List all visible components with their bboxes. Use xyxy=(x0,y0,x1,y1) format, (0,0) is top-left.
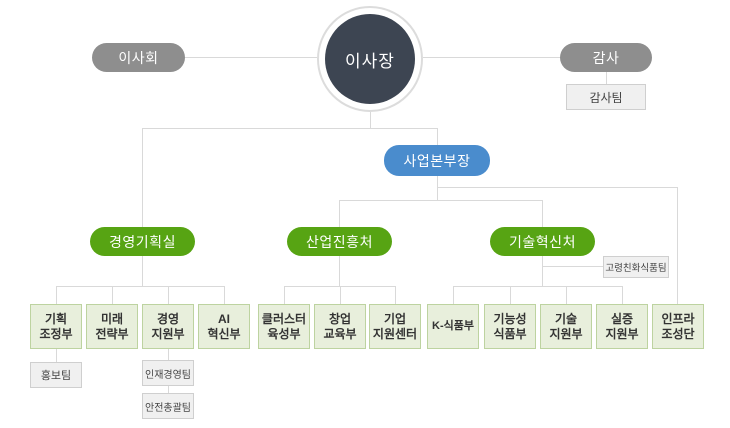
connector-line xyxy=(510,286,511,304)
node-auditor: 감사 xyxy=(560,43,652,72)
node-dept-startup-edu: 창업 교육부 xyxy=(314,304,366,349)
connector-line xyxy=(542,200,543,227)
connector-line xyxy=(370,112,371,129)
node-board: 이사회 xyxy=(92,43,185,72)
node-team-hr: 인재경영팀 xyxy=(142,360,194,386)
connector-line xyxy=(340,286,341,304)
connector-line xyxy=(566,286,567,304)
connector-line xyxy=(224,286,225,304)
node-dept-cluster: 클러스터 육성부 xyxy=(258,304,310,349)
node-team-safety: 안전총괄팀 xyxy=(142,393,194,419)
connector-line xyxy=(56,286,57,304)
connector-line xyxy=(339,200,543,201)
node-dept-future-strategy: 미래 전략부 xyxy=(86,304,138,349)
connector-line xyxy=(395,286,396,304)
node-dept-mgmt-support: 경영 지원부 xyxy=(142,304,194,349)
node-office-tech: 기술혁신처 xyxy=(490,227,595,256)
node-dept-infra: 인프라 조성단 xyxy=(652,304,704,349)
node-chairman-label: 이사장 xyxy=(325,14,415,104)
connector-line xyxy=(453,286,622,287)
node-dept-k-food: K-식품부 xyxy=(427,304,479,349)
node-chairman: 이사장 xyxy=(317,6,423,112)
connector-line xyxy=(142,256,143,286)
connector-line xyxy=(168,349,169,360)
connector-line xyxy=(142,128,438,129)
connector-line xyxy=(437,176,438,200)
connector-line xyxy=(56,349,57,362)
node-dept-validation: 실증 지원부 xyxy=(596,304,648,349)
connector-line xyxy=(542,256,543,286)
connector-line xyxy=(185,57,317,58)
node-team-pr: 홍보팀 xyxy=(30,362,82,388)
connector-line xyxy=(453,286,454,304)
connector-line xyxy=(437,187,677,188)
connector-line xyxy=(168,286,169,304)
connector-line xyxy=(142,128,143,227)
connector-line xyxy=(542,266,603,267)
connector-line xyxy=(56,286,224,287)
node-audit-team: 감사팀 xyxy=(566,84,646,110)
node-senior-food-team: 고령친화식품팀 xyxy=(603,256,669,278)
connector-line xyxy=(622,286,623,304)
connector-line xyxy=(339,200,340,227)
connector-line xyxy=(112,286,113,304)
node-dept-functional-food: 기능성 식품부 xyxy=(484,304,536,349)
node-dept-ai-innovation: AI 혁신부 xyxy=(198,304,250,349)
node-office-industry: 산업진흥처 xyxy=(287,227,392,256)
connector-line xyxy=(437,128,438,145)
connector-line xyxy=(677,187,678,304)
connector-line xyxy=(339,256,340,286)
node-office-planning: 경영기획실 xyxy=(90,227,195,256)
connector-line xyxy=(168,385,169,393)
connector-line xyxy=(606,71,607,84)
connector-line xyxy=(284,286,395,287)
node-dept-biz-center: 기업 지원센터 xyxy=(369,304,421,349)
connector-line xyxy=(423,57,560,58)
node-business-head: 사업본부장 xyxy=(384,145,490,176)
connector-line xyxy=(284,286,285,304)
node-dept-planning-coord: 기획 조정부 xyxy=(30,304,82,349)
node-dept-tech-support: 기술 지원부 xyxy=(540,304,592,349)
